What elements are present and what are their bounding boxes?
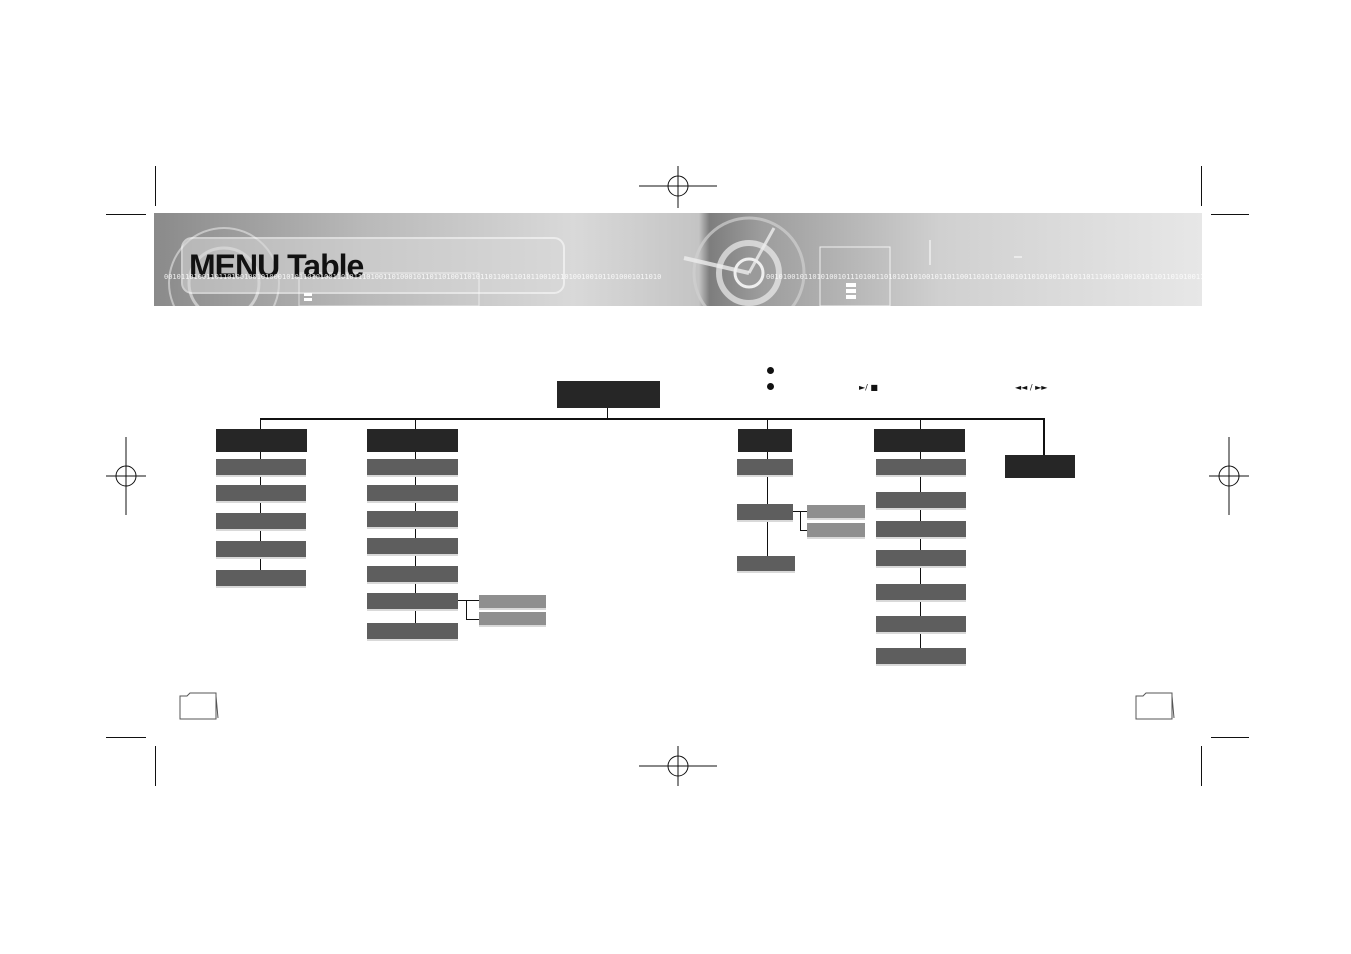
menu-subitem-box bbox=[807, 523, 865, 539]
menu-category-box bbox=[1005, 455, 1075, 478]
menu-category-box bbox=[367, 429, 458, 452]
menu-item-box bbox=[367, 459, 458, 477]
menu-item-box bbox=[737, 459, 793, 477]
connector bbox=[920, 451, 921, 648]
connector bbox=[466, 600, 467, 620]
menu-item-box bbox=[216, 570, 306, 588]
registration-mark-top bbox=[639, 166, 717, 208]
menu-item-box bbox=[876, 584, 966, 602]
connector bbox=[793, 511, 801, 512]
note-bullet bbox=[767, 383, 774, 390]
connector bbox=[260, 418, 1045, 420]
connector bbox=[457, 600, 467, 601]
registration-mark-right bbox=[1209, 437, 1249, 515]
connector bbox=[260, 451, 261, 571]
menu-item-box bbox=[367, 538, 458, 556]
header-banner: MENU Table 00101101001101101001001010001… bbox=[154, 213, 1202, 306]
menu-item-box bbox=[876, 616, 966, 634]
crop-mark bbox=[1201, 746, 1202, 786]
connector bbox=[415, 418, 416, 430]
banner-decoration bbox=[168, 216, 1022, 306]
connector bbox=[415, 451, 416, 623]
binary-strip-left: 0010110100110110100100101000101011010100… bbox=[164, 273, 662, 281]
menu-item-box bbox=[367, 566, 458, 584]
menu-item-box bbox=[876, 648, 966, 666]
menu-item-box bbox=[737, 556, 795, 573]
menu-item-box bbox=[876, 550, 966, 568]
connector bbox=[466, 619, 480, 620]
menu-item-box bbox=[367, 485, 458, 503]
connector bbox=[800, 511, 808, 512]
page-title: MENU Table bbox=[189, 248, 364, 284]
connector bbox=[607, 407, 608, 419]
menu-item-box bbox=[367, 511, 458, 529]
connector bbox=[466, 600, 480, 601]
crop-mark bbox=[1211, 214, 1249, 215]
crop-mark bbox=[106, 214, 146, 215]
connector bbox=[800, 511, 801, 531]
menu-item-box bbox=[216, 513, 306, 531]
menu-subitem-box bbox=[479, 595, 546, 610]
menu-item-box bbox=[216, 541, 306, 559]
menu-item-box bbox=[876, 459, 966, 477]
page-number-tab-right bbox=[1135, 692, 1175, 720]
crop-mark bbox=[155, 746, 156, 786]
registration-mark-bottom bbox=[639, 746, 717, 786]
connector bbox=[800, 530, 808, 531]
menu-item-box bbox=[737, 504, 793, 522]
crop-mark bbox=[106, 737, 146, 738]
menu-subitem-box bbox=[479, 612, 546, 627]
skip-button-icon: ◄◄ / ►► bbox=[1015, 383, 1048, 392]
crop-mark bbox=[1211, 737, 1249, 738]
menu-item-box bbox=[367, 623, 458, 641]
menu-root-box bbox=[557, 381, 660, 408]
connector bbox=[767, 418, 768, 430]
crop-mark bbox=[1201, 166, 1202, 206]
menu-category-box bbox=[738, 429, 792, 452]
menu-item-box bbox=[876, 521, 966, 539]
page-number-tab-left bbox=[179, 692, 219, 720]
connector bbox=[1043, 418, 1045, 456]
menu-category-box bbox=[216, 429, 307, 452]
menu-item-box bbox=[367, 593, 458, 611]
registration-mark-left bbox=[106, 437, 146, 515]
crop-mark bbox=[155, 166, 156, 206]
menu-item-box bbox=[216, 459, 306, 477]
note-bullet bbox=[767, 367, 774, 374]
connector bbox=[920, 418, 921, 430]
binary-strip-right: 0010100101101010010111010011010101101001… bbox=[766, 273, 1202, 281]
menu-item-box bbox=[216, 485, 306, 503]
play-stop-button-icon: ►/ ■ bbox=[859, 383, 878, 392]
menu-item-box bbox=[876, 492, 966, 510]
menu-category-box bbox=[874, 429, 965, 452]
connector bbox=[260, 418, 261, 430]
menu-subitem-box bbox=[807, 505, 865, 520]
